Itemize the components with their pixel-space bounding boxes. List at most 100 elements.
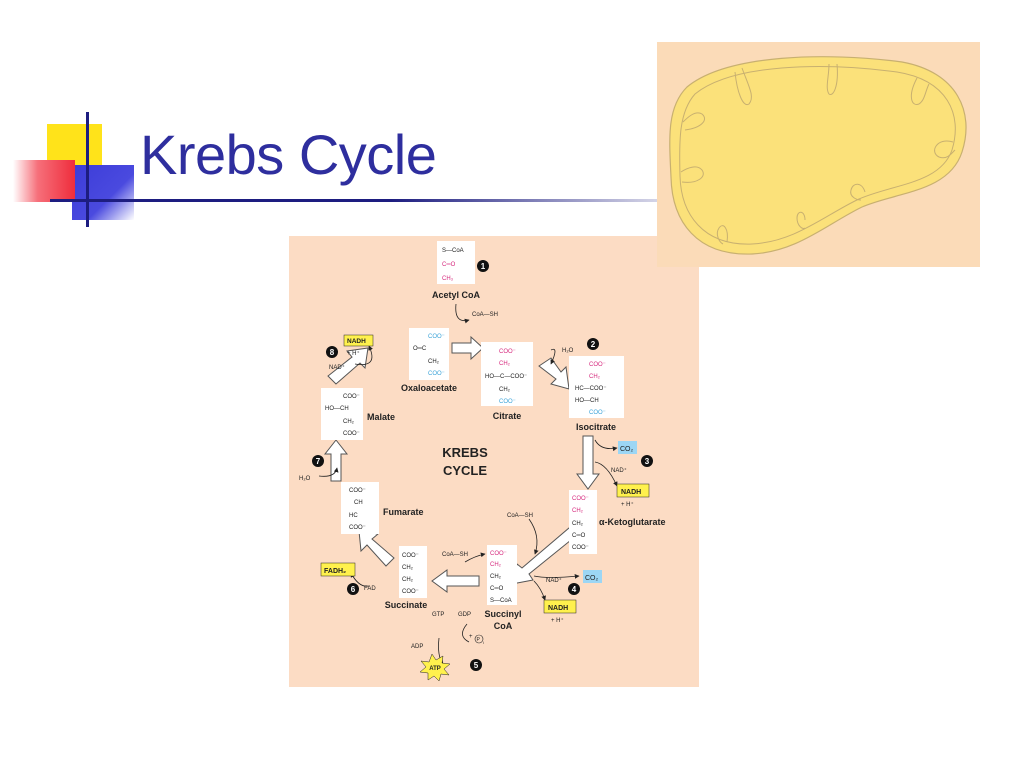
arrow-nad-8 [354,345,373,365]
step-number: 2 [591,340,596,349]
formula-line: CH₂ [499,387,511,393]
h2o-label: H₂O [299,476,311,482]
arrow-coa-sh-succinate [464,552,486,563]
formula-line: COO⁻ [428,334,445,340]
co2-label: CO₂ [585,575,599,582]
plus-label: + [469,634,473,640]
arrow-co2-4 [533,574,580,579]
formula-line: COO⁻ [589,410,606,416]
arrow-succinate-to-fumarate [358,530,395,567]
formula-line: COO⁻ [572,496,589,502]
mitochondrion-svg [669,56,967,255]
arrow-ketoglutarate-to-succinylcoa [511,527,577,585]
formula-line: CH₂ [499,361,511,367]
formula-line: COO⁻ [343,394,360,400]
pi-circle [474,634,484,644]
adp-label: ADP [411,644,423,650]
crista [826,63,838,96]
step-badge-3 [641,455,653,467]
step-badge-2 [587,338,599,350]
arrow-coa-sh-1 [455,303,470,324]
formula-line: HO—CH [325,406,349,412]
formula-line: COO⁻ [402,553,419,559]
formula-line: CH₂ [428,359,440,365]
mitochondrion-outer-membrane [669,56,967,255]
atp-burst [419,653,451,682]
step-badge-4 [568,583,580,595]
succinyl-label: Succinyl [484,609,521,619]
formula-line: CH₂ [402,577,414,583]
h-plus-label: + H⁺ [347,350,360,357]
nadh-label: NADH [621,489,641,496]
crista [682,112,706,131]
h-plus-label: + H⁺ [621,501,634,508]
arrow-malate-to-oxaloacetate [327,347,369,385]
formula-line: COO⁻ [343,431,360,437]
step-badge-6 [347,583,359,595]
formula-line: HO—C—COO⁻ [485,374,527,380]
arrow-succinylcoa-to-succinate [431,569,480,593]
nad-label: NAD⁺ [611,467,627,474]
acetyl-coa-label: Acetyl CoA [432,290,481,300]
h-plus-label: + H⁺ [551,617,564,624]
arrow-fumarate-to-malate [323,439,349,482]
cristae [680,63,956,245]
coa-sh-label: CoA—SH [507,513,533,519]
slide-title: Krebs Cycle [140,123,437,186]
krebs-cycle-svg: KREBS CYCLE S—CoA C═O CH₃ Acetyl CoA COO… [299,241,666,682]
formula-line: COO⁻ [349,525,366,531]
crista [934,140,956,159]
formula-line: COO⁻ [499,349,516,355]
decor-red-square [13,160,75,202]
citrate-molecule: COO⁻ CH₂ HO—C—COO⁻ CH₂ COO⁻ Citrate [481,342,533,421]
formula-line: O═C [413,346,427,352]
crista [716,225,728,245]
nadh-box [543,599,577,614]
h2o-label: H₂O [562,348,574,354]
arrow-coa-sh-4 [528,518,539,555]
acetyl-coa-molecule: S—CoA C═O CH₃ Acetyl CoA [432,241,481,300]
crista [680,166,704,183]
arrow-isocitrate-to-ketoglutarate [576,435,600,490]
formula-line: CH₂ [343,419,355,425]
nadh-box [616,483,650,498]
arrow-gdp-gtp [462,623,470,643]
step-number: 5 [474,661,479,670]
isocitrate-molecule: COO⁻ CH₂ HC—COO⁻ HO—CH COO⁻ Isocitrate [569,356,624,432]
co2-label: CO₂ [620,446,634,453]
arrow-citrate-to-isocitrate [538,357,570,390]
citrate-label: Citrate [493,411,522,421]
nadh-box [343,334,374,347]
oxaloacetate-molecule: COO⁻ O═C CH₂ COO⁻ Oxaloacetate [401,328,457,393]
crista [850,183,866,201]
atp-label: ATP [429,666,441,672]
decor-blue-square [72,165,134,220]
formula-line: CH₂ [402,565,414,571]
mitochondrion-illustration [657,42,980,267]
pi-subscript-label: i [483,640,484,645]
decor-vertical-line [86,112,89,227]
fumarate-label: Fumarate [383,507,424,517]
formula-line: CH₃ [442,276,454,282]
nad-label: NAD⁺ [329,364,345,371]
formula-line: COO⁻ [349,488,366,494]
co2-box [618,441,637,454]
center-label-cycle: CYCLE [443,463,487,478]
nad-label: NAD⁺ [546,577,562,584]
formula-line: CH₂ [490,562,502,568]
step-badge-7 [312,455,324,467]
coa-sh-label: CoA—SH [472,312,498,318]
co2-box [583,570,602,583]
formula-line: C═O [572,533,586,539]
nadh-label: NADH [347,338,366,345]
nadh-label: NADH [548,605,568,612]
center-label-krebs: KREBS [442,445,488,460]
formula-line: CH₂ [572,521,584,527]
formula-line: CH [354,500,363,506]
arrow-oxaloacetate-to-citrate [451,335,484,361]
malate-label: Malate [367,412,395,422]
formula-line: HO—CH [575,398,599,404]
gtp-label: GTP [432,612,444,618]
step-number: 7 [316,457,321,466]
fadh2-label: FADH₂ [324,568,346,575]
